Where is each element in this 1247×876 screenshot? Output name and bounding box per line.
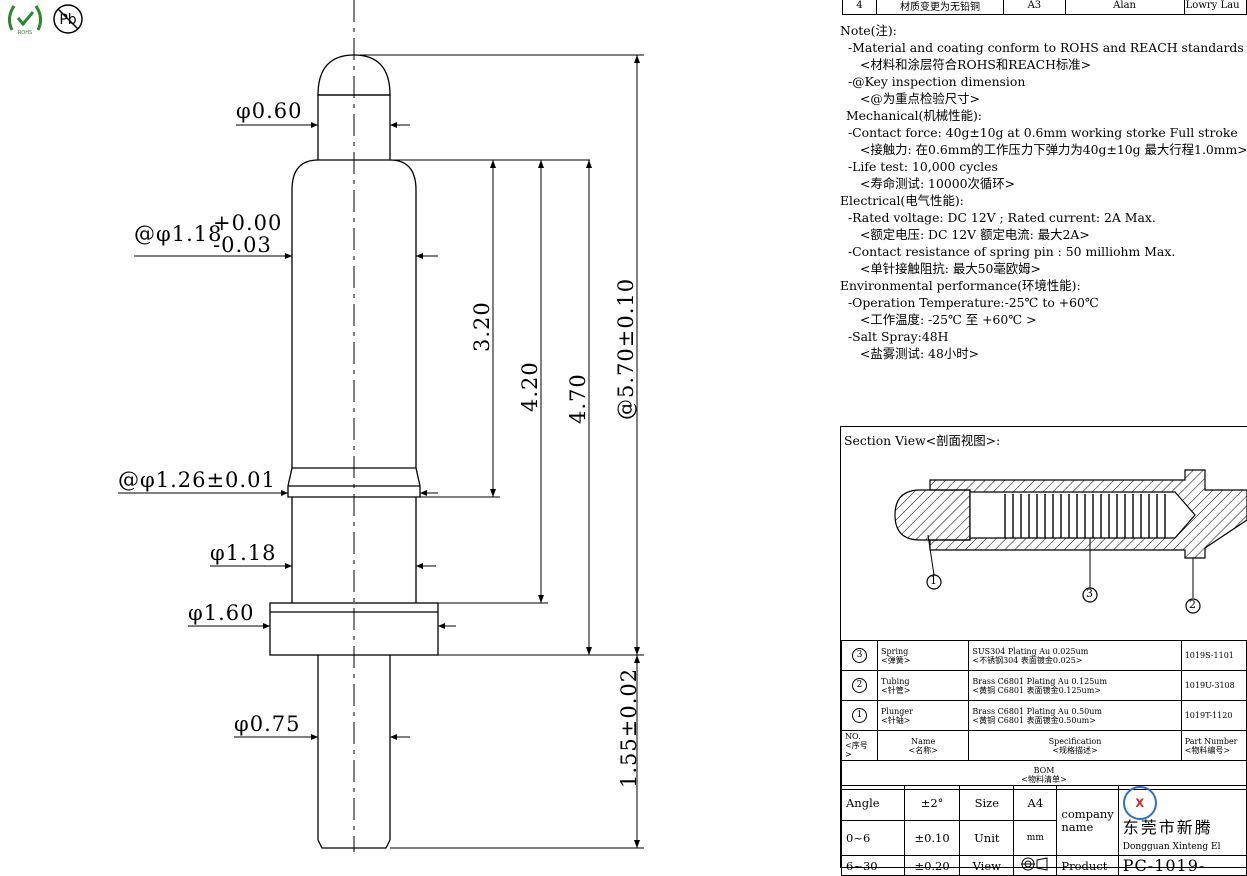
rohs-logo: ROHS bbox=[4, 2, 46, 36]
tb-range2: 6~30 bbox=[841, 855, 905, 876]
bom-header-spec: Specification<规格描述> bbox=[968, 730, 1182, 761]
tb-tol1: ±0.10 bbox=[903, 820, 961, 856]
dim-len-155: 1.55±0.02 bbox=[617, 667, 641, 788]
tb-size-label: Size bbox=[959, 785, 1015, 821]
svg-text:ROHS: ROHS bbox=[18, 30, 32, 36]
bom-no: 1 bbox=[840, 700, 879, 731]
tb-part-no: PC-1019- bbox=[1117, 855, 1247, 876]
note-line: -Operation Temperature:-25℃ to +60℃ bbox=[848, 295, 1099, 310]
dim-len-470: 4.70 bbox=[566, 373, 590, 424]
dim-len-570: @5.70±0.10 bbox=[614, 277, 638, 420]
rev-drawn: Alan bbox=[1064, 0, 1185, 15]
rev-size: A3 bbox=[1003, 0, 1066, 15]
tb-unit-label: Unit bbox=[959, 820, 1015, 856]
note-line: -@Key inspection dimension bbox=[848, 74, 1026, 89]
bom-header-name: Name<名称> bbox=[877, 730, 970, 761]
note-line: <接触力: 在0.6mm的工作压力下弹力为40g±10g 最大行程1.0mm> bbox=[860, 142, 1247, 157]
bom-name: Plunger<针轴> bbox=[877, 700, 970, 731]
dim-barrel-tol-minus: -0.03 bbox=[213, 233, 272, 257]
tb-angle-tol: ±2° bbox=[903, 785, 961, 821]
note-line: Note(注): bbox=[840, 23, 897, 38]
svg-text:Pb: Pb bbox=[59, 12, 76, 28]
tb-company: X 东莞市新腾 Dongguan Xinteng El bbox=[1117, 785, 1247, 856]
callout-3: 3 bbox=[1086, 587, 1093, 600]
note-line: <盐雾测试: 48小时> bbox=[860, 346, 979, 361]
bom-header: NO.<序号> Name<名称> Specification<规格描述> Par… bbox=[840, 730, 1247, 761]
note-line: -Contact resistance of spring pin : 50 m… bbox=[848, 244, 1176, 259]
bom-row: 3 Spring<弹簧> SUS304 Plating Au 0.025um<不… bbox=[840, 640, 1247, 671]
bom-name: Spring<弹簧> bbox=[877, 640, 970, 671]
note-line: <@为重点检验尺寸> bbox=[860, 91, 980, 106]
tb-view-label: View bbox=[959, 855, 1015, 876]
note-line: Mechanical(机械性能): bbox=[846, 108, 982, 123]
company-logo-icon: X bbox=[1122, 786, 1157, 820]
pogo-pin-drawing bbox=[118, 0, 644, 852]
bom-part: 1019S-1101 bbox=[1180, 640, 1247, 671]
note-line: <工作温度: -25℃ 至 +60℃ > bbox=[860, 312, 1037, 327]
bom-row: 2 Tubing<针管> Brass C6801 Plating Au 0.12… bbox=[840, 670, 1247, 701]
note-line: <单针接触阻抗: 最大50毫欧姆> bbox=[860, 261, 1041, 276]
dim-collar-dia: @φ1.26±0.01 bbox=[118, 468, 276, 492]
bom-table: 3 Spring<弹簧> SUS304 Plating Au 0.025um<不… bbox=[840, 640, 1247, 790]
note-line: -Material and coating conform to ROHS an… bbox=[848, 40, 1244, 55]
bom-part: 1019U-3108 bbox=[1180, 670, 1247, 701]
bom-header-no: NO.<序号> bbox=[840, 730, 879, 761]
projection-icon bbox=[1021, 857, 1048, 871]
dim-lower-dia: φ1.18 bbox=[210, 541, 277, 565]
bom-spec: Brass C6801 Plating Au 0.125um<黄铜 C6801 … bbox=[968, 670, 1182, 701]
note-line: <材料和涂层符合ROHS和REACH标准> bbox=[860, 57, 1092, 72]
note-line: -Life test: 10,000 cycles bbox=[848, 159, 998, 174]
tb-view-symbol bbox=[1013, 855, 1058, 876]
callout-2: 2 bbox=[1189, 598, 1196, 611]
bom-spec: Brass C6801 Plating Au 0.50um<黄铜 C6801 表… bbox=[968, 700, 1182, 731]
note-line: Electrical(电气性能): bbox=[840, 193, 964, 208]
tb-product-label: Product bbox=[1056, 855, 1119, 876]
bom-name: Tubing<针管> bbox=[877, 670, 970, 701]
bom-part: 1019T-1120 bbox=[1180, 700, 1247, 731]
tb-tol2: ±0.20 bbox=[903, 855, 961, 876]
dim-len-320: 3.20 bbox=[470, 301, 494, 352]
laurel-icon: ROHS bbox=[7, 5, 43, 36]
rev-desc: 材质变更为无铅铜 bbox=[875, 0, 1005, 15]
note-line: -Rated voltage: DC 12V ; Rated current: … bbox=[848, 210, 1156, 225]
tb-angle-label: Angle bbox=[841, 785, 905, 821]
pb-free-logo: Pb bbox=[52, 3, 84, 35]
tb-size-val: A4 bbox=[1013, 785, 1058, 821]
rev-no: 4 bbox=[842, 0, 877, 15]
bom-row: 1 Plunger<针轴> Brass C6801 Plating Au 0.5… bbox=[840, 700, 1247, 731]
note-line: <额定电压: DC 12V 额定电流: 最大2A> bbox=[860, 227, 1090, 242]
dim-len-420: 4.20 bbox=[518, 361, 542, 412]
bom-no: 3 bbox=[840, 640, 879, 671]
revision-table: 4 材质变更为无铅铜 A3 Alan Lowry Lau bbox=[842, 0, 1247, 15]
dim-tail-dia: φ0.75 bbox=[234, 712, 301, 736]
no-lead-icon: Pb bbox=[53, 4, 83, 34]
bom-spec: SUS304 Plating Au 0.025um<不锈钢304 表面镀金0.0… bbox=[968, 640, 1182, 671]
bom-no: 2 bbox=[840, 670, 879, 701]
dim-tip-dia: φ0.60 bbox=[236, 99, 303, 123]
note-line: Environmental performance(环境性能): bbox=[840, 278, 1081, 293]
note-line: -Contact force: 40g±10g at 0.6mm working… bbox=[848, 125, 1238, 140]
notes-block: Note(注): -Material and coating conform t… bbox=[840, 22, 1247, 362]
tb-unit-val: mm bbox=[1013, 820, 1058, 856]
dim-barrel-tol-plus: +0.00 bbox=[213, 211, 283, 235]
note-line: -Salt Spray:48H bbox=[848, 329, 949, 344]
tb-range1: 0~6 bbox=[841, 820, 905, 856]
note-line: <寿命测试: 10000次循环> bbox=[860, 176, 1016, 191]
section-view-title: Section View<剖面视图>: bbox=[844, 433, 1001, 448]
dim-flange-dia: φ1.60 bbox=[188, 601, 255, 625]
callout-1: 1 bbox=[930, 574, 937, 587]
rev-approved: Lowry Lau bbox=[1183, 0, 1247, 15]
bom-header-part: Part Number<物料编号> bbox=[1180, 730, 1247, 761]
dim-barrel-dia: @φ1.18 bbox=[134, 222, 223, 246]
